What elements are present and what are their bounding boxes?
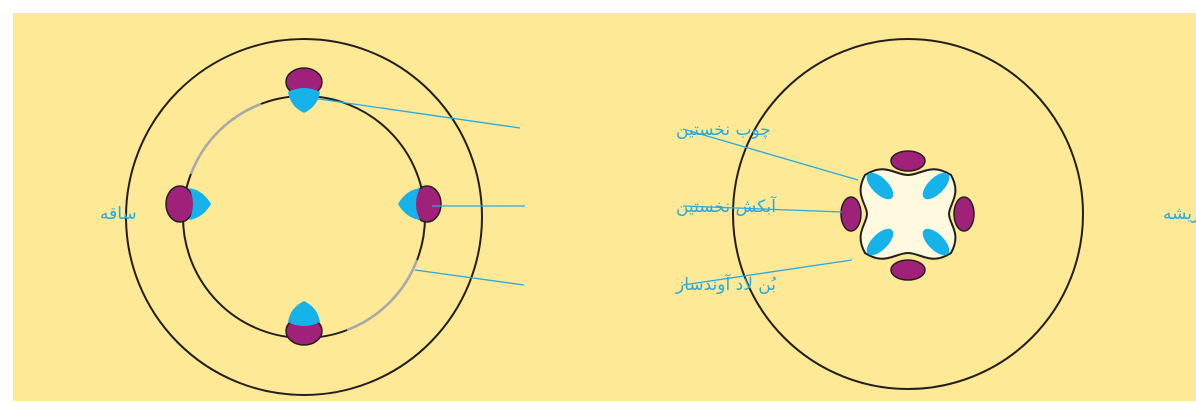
stem-cambium-arc-upper-left <box>191 104 261 174</box>
label-vascular-cambium: بُن لاد آوندساز <box>675 273 776 295</box>
root-phloem-bottom <box>891 260 925 280</box>
label-stem: ساقه <box>100 204 137 224</box>
xylem-patch <box>288 301 320 326</box>
stem-vascular-bundle-left <box>166 186 211 222</box>
label-primary-phloem: آبکش نخستین <box>676 195 777 217</box>
xylem-patch <box>288 88 320 113</box>
label-primary-xylem: چوب نخستین <box>676 120 771 140</box>
stem-vascular-bundle-bottom <box>286 301 322 345</box>
leader-xylem-stem <box>312 98 520 128</box>
stem-vascular-bundle-top <box>286 68 322 113</box>
phloem-patch <box>166 186 194 222</box>
stem-cambium-arc-lower-right <box>347 260 417 330</box>
stem-cross-section <box>126 39 482 395</box>
root-cross-section <box>733 39 1083 389</box>
label-root: ریشه <box>1163 204 1196 224</box>
stem-vascular-bundle-right <box>398 186 441 222</box>
leader-lines <box>312 98 858 285</box>
root-phloem-top <box>891 151 925 171</box>
root-phloem-left <box>841 197 861 231</box>
root-phloem-right <box>954 197 974 231</box>
